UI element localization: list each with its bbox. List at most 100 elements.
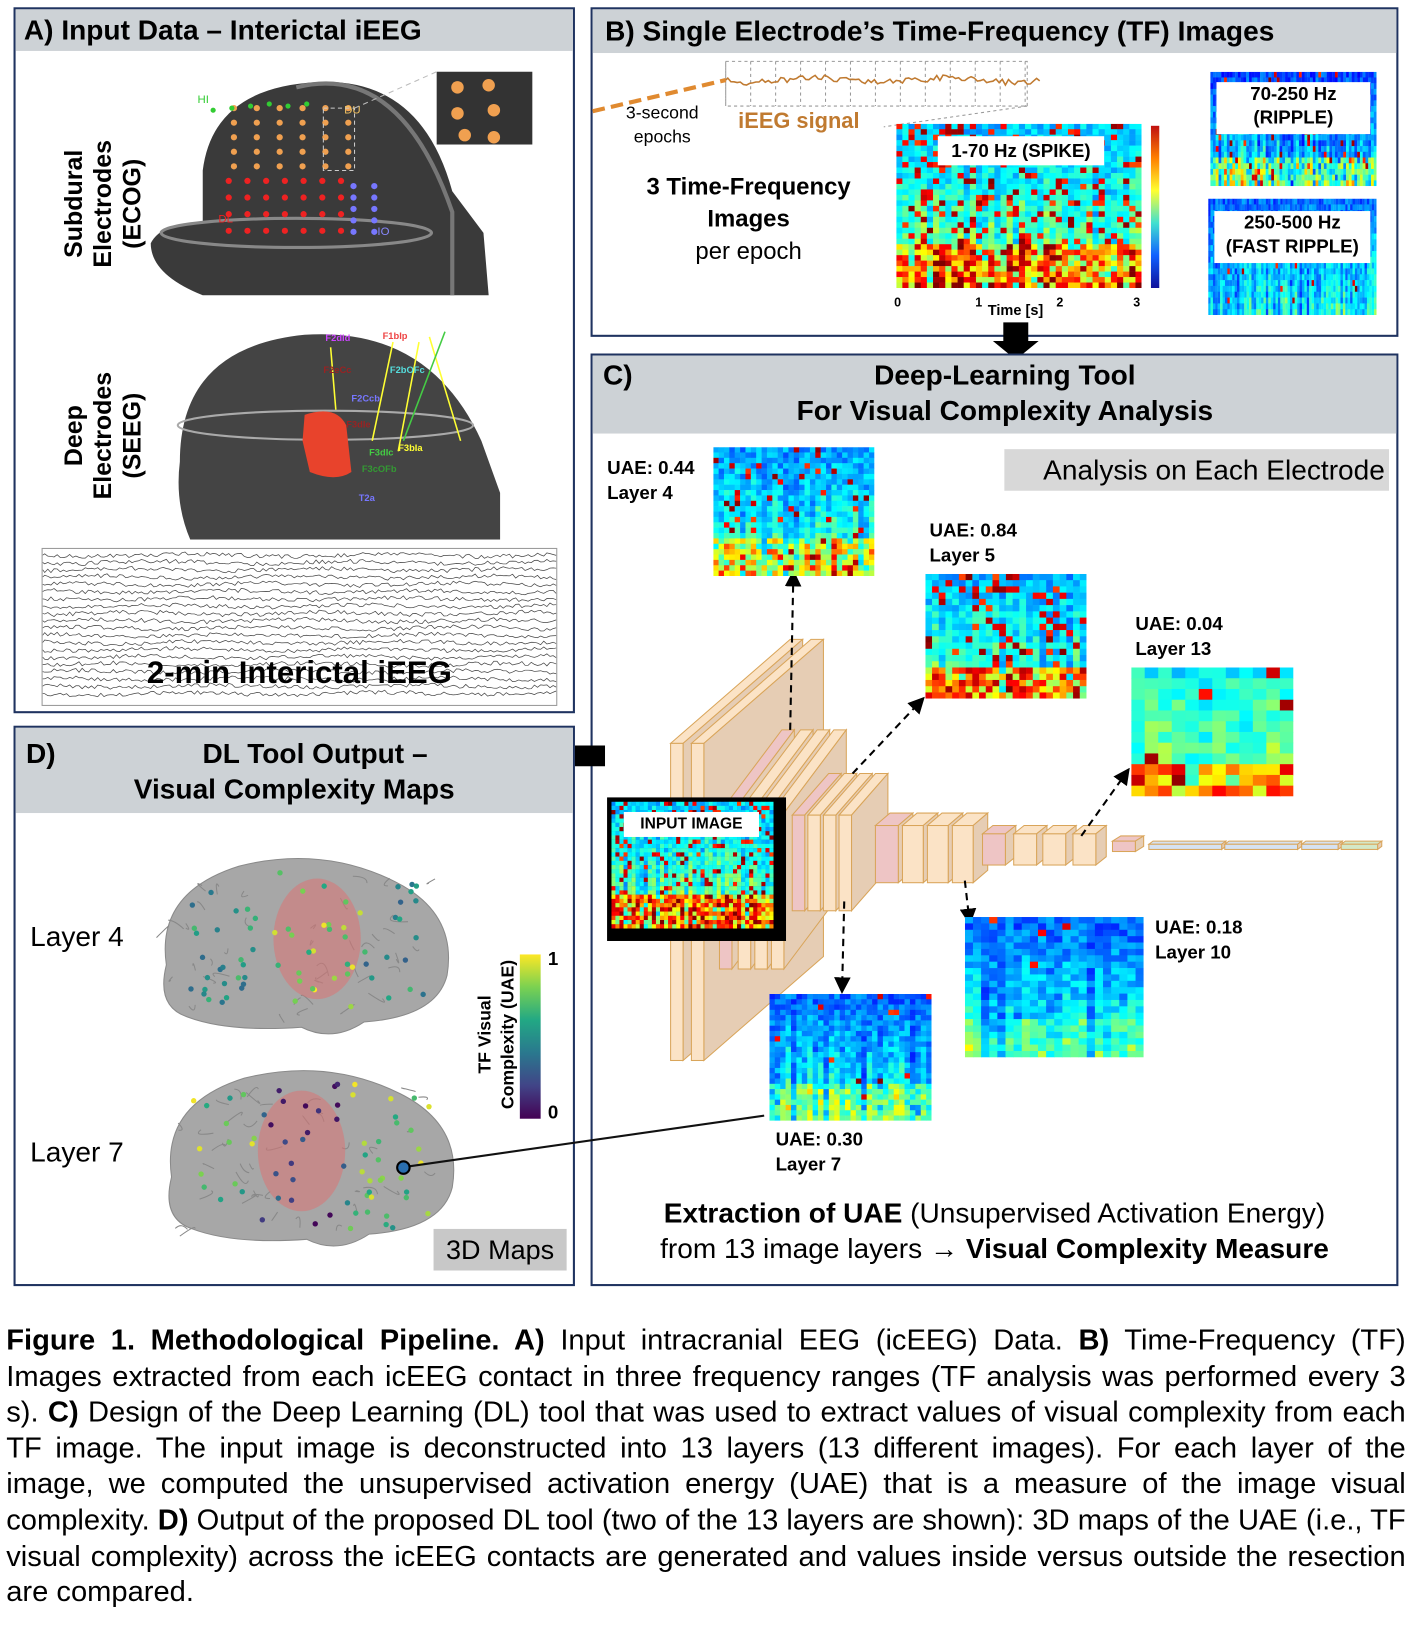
seeg-contact: F3cOFb: [362, 464, 397, 474]
layer4-map-label: Layer 4: [30, 921, 124, 953]
panel-d-title: D) DL Tool Output – Visual Complexity Ma…: [15, 727, 573, 814]
deep-label-line1: Deep: [60, 405, 89, 467]
caption-c-text: Design of the Deep Learning (DL) tool th…: [6, 1395, 1406, 1536]
panel-d: D) DL Tool Output – Visual Complexity Ma…: [13, 725, 575, 1287]
seeg-brain-image: F2dId F1bIp F2eCc F2bOFc F2Ccb F3dIe F3d…: [176, 331, 501, 540]
x-tick: 2: [1056, 295, 1064, 310]
panel-c-title-line2: For Visual Complexity Analysis: [796, 395, 1214, 427]
seeg-contact: F1bIp: [383, 331, 408, 341]
spike-label: 1-70 Hz (SPIKE): [937, 136, 1105, 166]
uae-value: UAE: 0.44: [607, 457, 695, 479]
x-tick: 0: [894, 295, 902, 310]
subdural-label: Subdural Electrodes (ECOG): [60, 110, 147, 297]
caption-d-label: D): [149, 1503, 189, 1536]
seeg-contact: F2eCc: [323, 365, 351, 375]
seeg-contact: F2bOFc: [390, 365, 425, 375]
seeg-contact: F3dIc: [369, 447, 393, 457]
panel-d-title-line2: Visual Complexity Maps: [133, 773, 455, 805]
input-image: INPUT IMAGE: [607, 797, 787, 941]
layer5-image: [925, 573, 1087, 699]
uae-value: UAE: 0.84: [929, 519, 1017, 541]
seeg-contact: F2Ccb: [351, 393, 380, 403]
deep-label: Deep Electrodes (SEEG): [60, 342, 147, 529]
tf-text-line1: 3 Time-Frequency: [646, 172, 851, 200]
panel-b: B) Single Electrode’s Time-Frequency (TF…: [590, 7, 1399, 337]
svg-text:HI: HI: [198, 94, 209, 106]
layer4-brain-map: [156, 858, 450, 1035]
ripple-label-line1: 70-250 Hz: [1250, 83, 1337, 104]
layer7-image: [769, 993, 932, 1121]
uae-value: UAE: 0.30: [775, 1129, 863, 1150]
ecog-brain-image: HI DU DL IO: [150, 71, 533, 296]
ripple-label: 70-250 Hz (RIPPLE): [1216, 82, 1371, 135]
caption-a-label: A): [499, 1323, 545, 1356]
colorbar: [1150, 125, 1160, 288]
uae-colorbar: [519, 954, 541, 1119]
panel-c-title: C) Deep-Learning Tool For Visual Complex…: [592, 355, 1397, 434]
caption-figure-title: Figure 1. Methodological Pipeline.: [6, 1323, 500, 1356]
deep-label-line3: (SEEG): [118, 392, 147, 479]
signal-label: iEEG signal: [738, 109, 860, 134]
input-image-label: INPUT IMAGE: [623, 812, 759, 837]
tf-text: 3 Time-Frequency Images per epoch: [624, 171, 874, 268]
fast-ripple-label: 250-500 Hz (FAST RIPPLE): [1214, 211, 1371, 264]
layer13-image: [1131, 667, 1294, 797]
caption-a-text: Input intracranial EEG (icEEG) Data.: [544, 1323, 1063, 1356]
tf-text-line2: Images: [707, 204, 790, 232]
colorbar-min: 0: [547, 1102, 559, 1123]
panel-d-title-line1: DL Tool Output –: [202, 738, 428, 770]
maps-badge: 3D Maps: [433, 1228, 567, 1271]
layer-name: Layer 13: [1135, 638, 1212, 660]
figure-caption: Figure 1. Methodological Pipeline. A) In…: [6, 1322, 1405, 1610]
svg-text:IO: IO: [377, 226, 389, 238]
epochs-label-line1: 3-second: [625, 102, 699, 123]
panel-a: A) Input Data – Interictal iEEG HI DU DL…: [13, 7, 575, 714]
caption-b-label: B): [1062, 1323, 1110, 1356]
eeg-caption: 2-min Interictal iEEG: [146, 656, 452, 691]
svg-text:DL: DL: [218, 213, 233, 225]
panel-d-letter: D): [25, 738, 56, 770]
footer-normal1: (Unsupervised Activation Energy): [902, 1197, 1326, 1229]
ripple-label-line2: (RIPPLE): [1253, 107, 1334, 128]
x-tick: 3: [1133, 295, 1141, 310]
panel-a-title: A) Input Data – Interictal iEEG: [15, 9, 573, 51]
caption-b-text: Time-Frequency (TF) Images extracted fro…: [6, 1323, 1406, 1428]
epochs-label-line2: epochs: [633, 126, 691, 147]
layer7-map-label: Layer 7: [30, 1136, 124, 1168]
subdural-label-line2: Electrodes: [89, 139, 118, 268]
layer7-brain-map: [168, 1070, 455, 1247]
fast-ripple-label-line1: 250-500 Hz: [1243, 212, 1341, 233]
layer10-image: [964, 917, 1144, 1058]
analysis-badge: Analysis on Each Electrode: [1004, 449, 1390, 491]
panel-c-letter: C): [603, 359, 633, 391]
eeg-traces: [41, 547, 558, 706]
subdural-label-line3: (ECOG): [118, 158, 147, 249]
fast-ripple-label-line2: (FAST RIPPLE): [1225, 236, 1359, 257]
panel-c-footer: Extraction of UAE (Unsupervised Activati…: [593, 1196, 1397, 1267]
footer-bold1: Extraction of UAE: [663, 1197, 903, 1229]
panel-c-title-line1: Deep-Learning Tool: [874, 359, 1136, 391]
footer-bold2: Visual Complexity Measure: [965, 1233, 1329, 1265]
seeg-contact: F3bIa: [398, 443, 423, 453]
layer4-image: [713, 447, 875, 576]
footer-normal2: from 13 image layers →: [660, 1233, 966, 1265]
arrow-down-icon: [992, 322, 1039, 360]
panel-b-title: B) Single Electrode’s Time-Frequency (TF…: [592, 9, 1397, 54]
layer-name: Layer 4: [607, 482, 673, 504]
deep-label-line2: Electrodes: [89, 371, 118, 500]
layer-name: Layer 10: [1155, 941, 1232, 963]
caption-d-text: Output of the proposed DL tool (two of t…: [6, 1503, 1406, 1608]
seeg-contact: F3dIe: [346, 419, 370, 429]
uae-value: UAE: 0.04: [1135, 613, 1223, 635]
subdural-label-line1: Subdural: [60, 149, 89, 258]
colorbar-max: 1: [547, 948, 559, 970]
electrode-connector-line: [396, 1114, 765, 1175]
epochs-label: 3-second epochs: [616, 101, 710, 149]
panel-c: C) Deep-Learning Tool For Visual Complex…: [590, 353, 1399, 1287]
layer-name: Layer 7: [775, 1154, 842, 1175]
